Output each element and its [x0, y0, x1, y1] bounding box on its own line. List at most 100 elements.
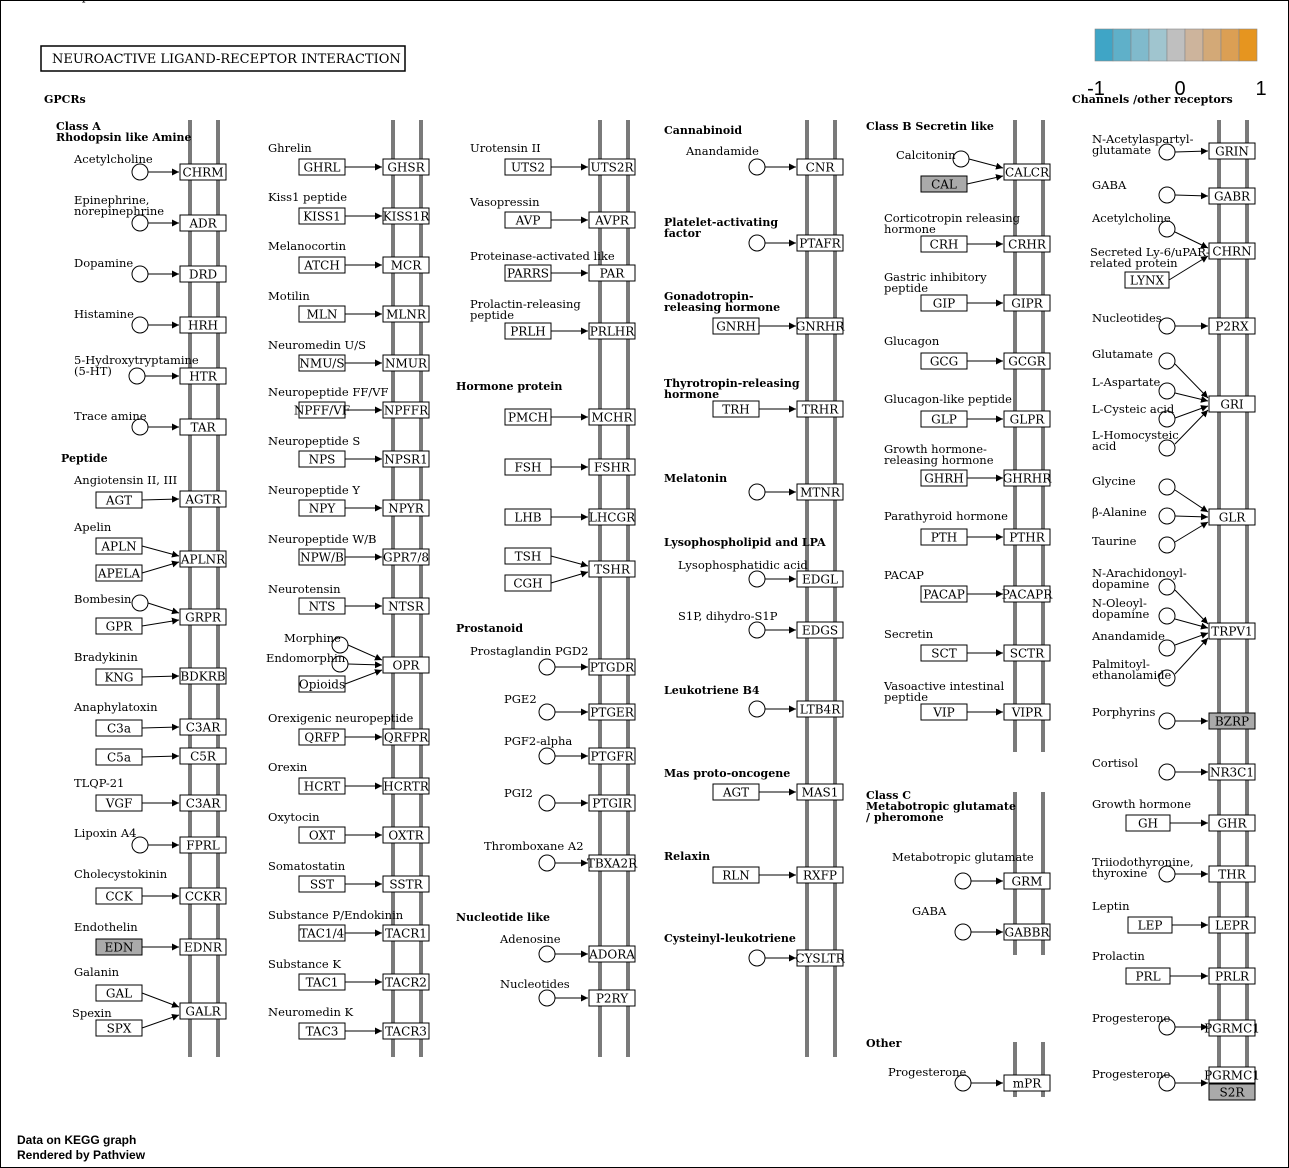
receptor-label: NPYR	[388, 502, 424, 516]
ligand-label: Neuropeptide FF/VF	[268, 385, 388, 399]
receptor-box	[1208, 712, 1256, 730]
receptor-label: GCGR	[1008, 355, 1046, 369]
gene-label: PACAP	[923, 588, 965, 602]
interaction-arrow	[550, 570, 589, 584]
section-label: Hormone protein	[456, 380, 562, 393]
receptor-box	[179, 367, 227, 385]
ligand-label: Apelin	[73, 520, 112, 534]
receptor-label: NPFFR	[384, 404, 429, 418]
receptor-label: HRH	[188, 319, 218, 333]
gene-label: NTS	[309, 600, 336, 614]
footer: Data on KEGG graph Rendered by Pathview	[17, 1133, 145, 1163]
legend-mid-label: 0	[1174, 78, 1185, 100]
receptor-label: QRFPR	[384, 731, 429, 745]
ligand-label: Neuromedin K	[268, 1005, 354, 1019]
gene-label: CCK	[105, 890, 133, 904]
gene-box	[920, 703, 968, 721]
gene-label: SCT	[931, 647, 956, 661]
legend-swatch	[1220, 28, 1240, 62]
ligand-label: Neurotensin	[268, 582, 341, 596]
receptor-box	[1208, 622, 1256, 640]
label-line: peptide	[884, 690, 928, 704]
gene-box	[920, 585, 968, 603]
ligand-label: Oxytocin	[268, 810, 320, 824]
compound-node	[538, 703, 556, 721]
ligand-label: Histamine	[74, 307, 134, 321]
section-label: Class B Secretin like	[866, 120, 994, 133]
receptor-label: BDKRB	[180, 670, 225, 684]
gene-box	[920, 175, 968, 193]
interaction-arrow	[1174, 489, 1209, 513]
receptor-box	[382, 875, 430, 893]
section-label: Relaxin	[664, 850, 710, 863]
receptor-box	[1208, 763, 1256, 781]
compound-node	[1158, 1018, 1176, 1036]
receptor-box	[179, 747, 227, 765]
receptor-label: AGTR	[184, 493, 221, 507]
ligand-label: Triiodothyronine,thyroxine	[1092, 855, 1194, 880]
gene-box	[95, 748, 143, 766]
receptor-label: SCTR	[1010, 647, 1045, 661]
compound-node	[954, 1074, 972, 1092]
compound-node	[1158, 507, 1176, 525]
receptor-label: AVPR	[594, 214, 630, 228]
ligand-label: Cholecystokinin	[74, 867, 168, 881]
receptor-label: PTAFR	[799, 237, 841, 251]
compound-node	[331, 655, 349, 673]
receptor-label: GRM	[1012, 875, 1043, 889]
ligand-label: Urotensin II	[470, 141, 541, 155]
receptor-label: THR	[1218, 868, 1246, 882]
section-label: Leukotriene B4	[664, 684, 760, 697]
receptor-box	[1003, 235, 1051, 253]
ligand-label: Bombesin	[74, 592, 132, 606]
receptor-box	[588, 945, 636, 963]
gene-box	[504, 408, 552, 426]
interaction-arrow	[141, 723, 180, 731]
compound-node	[538, 989, 556, 1007]
gene-label: TAC1/4	[300, 927, 345, 941]
receptor-box	[382, 728, 430, 746]
receptor-label: MCHR	[592, 411, 634, 425]
gene-label: CRH	[930, 238, 959, 252]
gene-label: Opioids	[299, 678, 345, 692]
receptor-label: GRPR	[185, 611, 222, 625]
section-label: Prostanoid	[456, 622, 523, 635]
receptor-label: APLNR	[180, 553, 226, 567]
receptor-label: GABBR	[1005, 926, 1051, 940]
gene-box	[920, 235, 968, 253]
receptor-label: ADR	[188, 217, 217, 231]
receptor-label: GIPR	[1011, 297, 1043, 311]
receptor-label: P2RX	[1215, 320, 1249, 334]
ligand-label: Endothelin	[74, 920, 138, 934]
receptor-label: GLR	[1219, 511, 1247, 525]
ligand-label: Lipoxin A4	[74, 826, 136, 840]
label-line: acid	[1092, 439, 1117, 453]
gene-box	[1125, 967, 1171, 985]
label-line: / pheromone	[866, 811, 944, 824]
gene-label: NMU/S	[299, 357, 344, 371]
interaction-arrow	[1174, 521, 1209, 543]
gene-label: GLP	[931, 413, 957, 427]
ligand-label: PGF2-alpha	[504, 734, 572, 748]
gene-label: SPX	[107, 1022, 132, 1036]
gene-label: AGT	[105, 494, 132, 508]
receptor-label: RXFP	[803, 869, 837, 883]
ligand-label: Prolactin	[1092, 949, 1145, 963]
gene-box	[1125, 814, 1171, 832]
receptor-box	[382, 499, 430, 517]
legend-swatch	[1238, 28, 1258, 62]
receptor-box	[1208, 814, 1256, 832]
receptor-label: EDGS	[802, 624, 838, 638]
gene-box	[298, 158, 346, 176]
ligand-label: Prostaglandin PGD2	[470, 644, 588, 658]
ligand-label: PACAP	[884, 568, 924, 582]
gene-box	[920, 644, 968, 662]
nodes: CHRMADRDRDHRHHTRTARAGTRAGTAPLNRGRPRBDKRB…	[95, 142, 1260, 1101]
legend-swatch	[1130, 28, 1150, 62]
receptor-box	[179, 1002, 227, 1020]
receptor-label: CHRM	[183, 166, 224, 180]
ligand-label: Nucleotides	[500, 977, 570, 991]
receptor-label: GHSR	[387, 161, 425, 175]
gene-box	[298, 777, 346, 795]
